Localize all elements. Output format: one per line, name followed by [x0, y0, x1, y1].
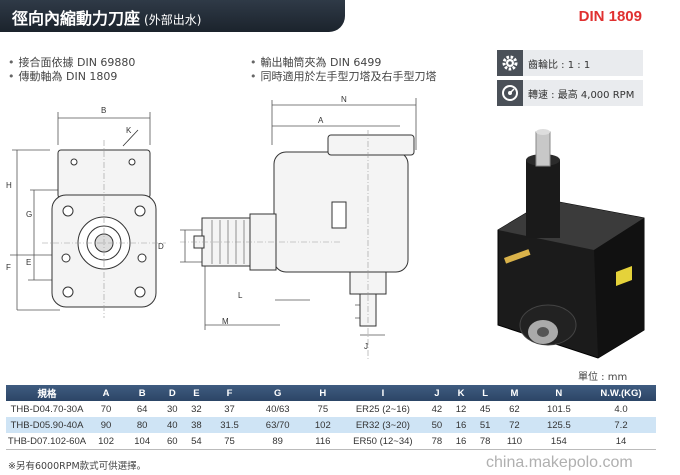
- table-cell: 54: [184, 433, 209, 450]
- column-header: D: [160, 385, 185, 401]
- dim-e-label: E: [26, 258, 31, 267]
- product-photo: [497, 129, 645, 359]
- table-cell: 42: [424, 401, 449, 417]
- table-cell: 51: [473, 417, 498, 433]
- column-header: M: [497, 385, 532, 401]
- feature-item: •接合面依據 DIN 69880: [8, 56, 136, 69]
- table-row: THB-D07.102-60A 102 104 60 54 75 89 116 …: [6, 433, 656, 450]
- table-cell: 90: [88, 417, 125, 433]
- table-cell: 154: [531, 433, 586, 450]
- table-cell: 40: [160, 417, 185, 433]
- dim-j-label: J: [364, 342, 368, 351]
- front-view-drawing: B K H G E F: [6, 106, 166, 318]
- table-cell: THB-D05.90-40A: [6, 417, 88, 433]
- spec-table: 規格 A B D E F G H I J K L M N N.W.(KG) TH…: [6, 385, 656, 450]
- table-cell: ER32 (3~20): [340, 417, 425, 433]
- din-standard-label: DIN 1809: [578, 8, 642, 25]
- table-cell: 64: [124, 401, 161, 417]
- column-header: A: [88, 385, 125, 401]
- unit-label: 單位 : mm: [578, 372, 628, 383]
- table-cell: 50: [424, 417, 449, 433]
- table-cell: 78: [424, 433, 449, 450]
- table-cell: THB-D07.102-60A: [6, 433, 88, 450]
- page-subtitle: (外部出水): [144, 13, 202, 27]
- column-header: G: [250, 385, 305, 401]
- column-header: I: [340, 385, 425, 401]
- page-title: 徑向內縮動力刀座(外部出水): [12, 9, 202, 28]
- table-cell: 7.2: [586, 417, 656, 433]
- spec-gear-ratio: 齒輪比 : 1 : 1: [497, 50, 643, 76]
- table-cell: 37: [208, 401, 251, 417]
- dim-l-label: L: [238, 291, 243, 300]
- column-header: 規格: [6, 385, 88, 401]
- dim-a-label: A: [318, 116, 324, 125]
- table-cell: 116: [304, 433, 341, 450]
- table-cell: 60: [160, 433, 185, 450]
- table-cell: 75: [304, 401, 341, 417]
- column-header: J: [424, 385, 449, 401]
- table-cell: ER50 (12~34): [340, 433, 425, 450]
- table-cell: 30: [160, 401, 185, 417]
- dim-h-label: H: [6, 181, 12, 190]
- table-cell: 16: [448, 417, 474, 433]
- table-cell: ER25 (2~16): [340, 401, 425, 417]
- table-row: THB-D04.70-30A 70 64 30 32 37 40/63 75 E…: [6, 401, 656, 417]
- feature-item: •同時適用於左手型刀塔及右手型刀塔: [250, 70, 437, 83]
- dim-m-label: M: [222, 317, 229, 326]
- table-cell: 80: [124, 417, 161, 433]
- table-cell: 89: [250, 433, 305, 450]
- title-bar: 徑向內縮動力刀座(外部出水): [0, 0, 345, 32]
- table-cell: 14: [586, 433, 656, 450]
- dim-n-label: N: [341, 95, 347, 104]
- table-cell: 72: [497, 417, 532, 433]
- dim-f-label: F: [6, 263, 11, 272]
- table-cell: 31.5: [208, 417, 251, 433]
- column-header: N: [531, 385, 586, 401]
- dim-g-label: G: [26, 210, 32, 219]
- table-cell: 63/70: [250, 417, 305, 433]
- table-cell: 102: [304, 417, 341, 433]
- spec-text: 齒輪比 : 1 : 1: [528, 60, 591, 71]
- column-header: F: [208, 385, 251, 401]
- feature-item: •輸出軸筒夾為 DIN 6499: [250, 56, 382, 69]
- column-header: B: [124, 385, 161, 401]
- table-cell: THB-D04.70-30A: [6, 401, 88, 417]
- table-cell: 110: [497, 433, 532, 450]
- table-cell: 12: [448, 401, 474, 417]
- table-cell: 32: [184, 401, 209, 417]
- table-cell: 45: [473, 401, 498, 417]
- table-cell: 4.0: [586, 401, 656, 417]
- table-cell: 125.5: [531, 417, 586, 433]
- table-cell: 101.5: [531, 401, 586, 417]
- dim-b-label: B: [101, 106, 106, 115]
- table-header-row: 規格 A B D E F G H I J K L M N N.W.(KG): [6, 385, 656, 401]
- watermark: china.makepolo.com: [486, 454, 633, 471]
- table-cell: 16: [448, 433, 474, 450]
- spec-max-speed: 轉速 : 最高 4,000 RPM: [497, 80, 643, 106]
- column-header: K: [448, 385, 474, 401]
- table-cell: 40/63: [250, 401, 305, 417]
- column-header: N.W.(KG): [586, 385, 656, 401]
- footnote: ※另有6000RPM款式可供選擇。: [8, 461, 147, 472]
- table-row: THB-D05.90-40A 90 80 40 38 31.5 63/70 10…: [6, 417, 656, 433]
- column-header: E: [184, 385, 209, 401]
- table-cell: 102: [88, 433, 125, 450]
- dim-k-label: K: [126, 126, 132, 135]
- table-cell: 78: [473, 433, 498, 450]
- table-cell: 62: [497, 401, 532, 417]
- column-header: L: [473, 385, 498, 401]
- spec-text: 轉速 : 最高 4,000 RPM: [528, 90, 635, 101]
- gear-icon: [497, 50, 523, 76]
- speed-gauge-icon: [497, 80, 523, 106]
- dim-d-label: D: [158, 242, 164, 251]
- table-cell: 70: [88, 401, 125, 417]
- table-cell: 38: [184, 417, 209, 433]
- column-header: H: [304, 385, 341, 401]
- feature-item: •傳動軸為 DIN 1809: [8, 70, 118, 83]
- table-cell: 75: [208, 433, 251, 450]
- side-view-drawing: N A D L M J: [158, 95, 417, 360]
- table-cell: 104: [124, 433, 161, 450]
